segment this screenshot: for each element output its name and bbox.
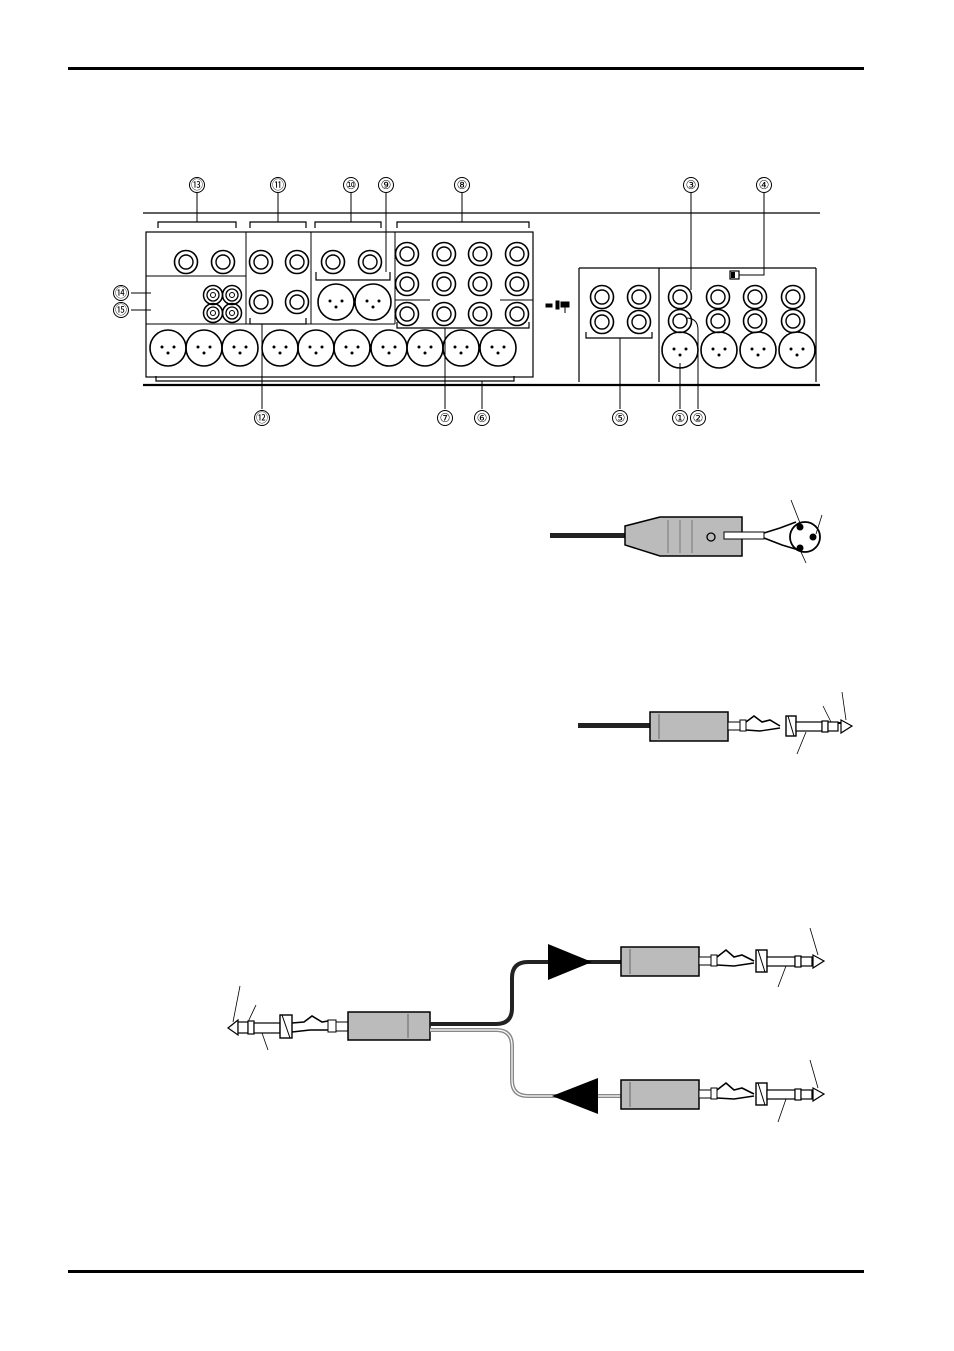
callout-13: ⑬ <box>191 178 203 192</box>
callout-15: ⑮ <box>115 303 127 317</box>
rear-panel <box>143 213 820 385</box>
callout-9: ⑨ <box>381 178 392 192</box>
callout-2: ② <box>693 411 704 425</box>
callout-7: ⑦ <box>440 411 451 425</box>
pad-switch <box>730 271 739 279</box>
rca-jacks <box>204 286 242 323</box>
callout-8: ⑧ <box>457 178 468 192</box>
panel-jacks <box>175 243 805 334</box>
callout-5: ⑤ <box>615 411 626 425</box>
headphone-icon <box>546 301 569 313</box>
callout-14: ⑭ <box>115 286 127 300</box>
callout-12: ⑫ <box>256 411 268 425</box>
trs-cable-illustration <box>578 692 852 754</box>
callout-3: ③ <box>686 178 697 192</box>
callout-10: ⑩ <box>346 178 357 192</box>
callout-4: ④ <box>759 178 770 192</box>
callout-1: ① <box>675 411 686 425</box>
callout-6: ⑥ <box>477 411 488 425</box>
callout-11: ⑪ <box>272 178 284 192</box>
insert-cable-illustration <box>228 928 824 1122</box>
xlr-cable-illustration <box>550 500 822 563</box>
